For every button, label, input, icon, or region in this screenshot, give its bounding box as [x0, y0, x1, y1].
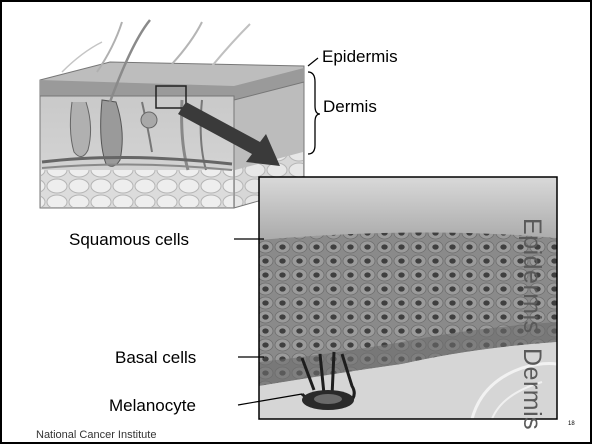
dermis-bracket: [308, 72, 320, 154]
basal-cells-label: Basal cells: [115, 349, 196, 366]
page-number: 18: [568, 421, 575, 427]
melanocyte-label: Melanocyte: [109, 397, 196, 414]
epidermis-label: Epidermis: [322, 48, 398, 65]
dermis-side-label: Dermis: [519, 348, 544, 430]
dermis-label: Dermis: [323, 98, 377, 115]
squamous-cells-label: Squamous cells: [69, 231, 189, 248]
epidermis-pointer: [308, 58, 318, 66]
zoomed-panel: [259, 177, 557, 419]
credit-text: National Cancer Institute: [36, 429, 156, 441]
epidermis-side-label: Epidermis: [519, 218, 544, 334]
